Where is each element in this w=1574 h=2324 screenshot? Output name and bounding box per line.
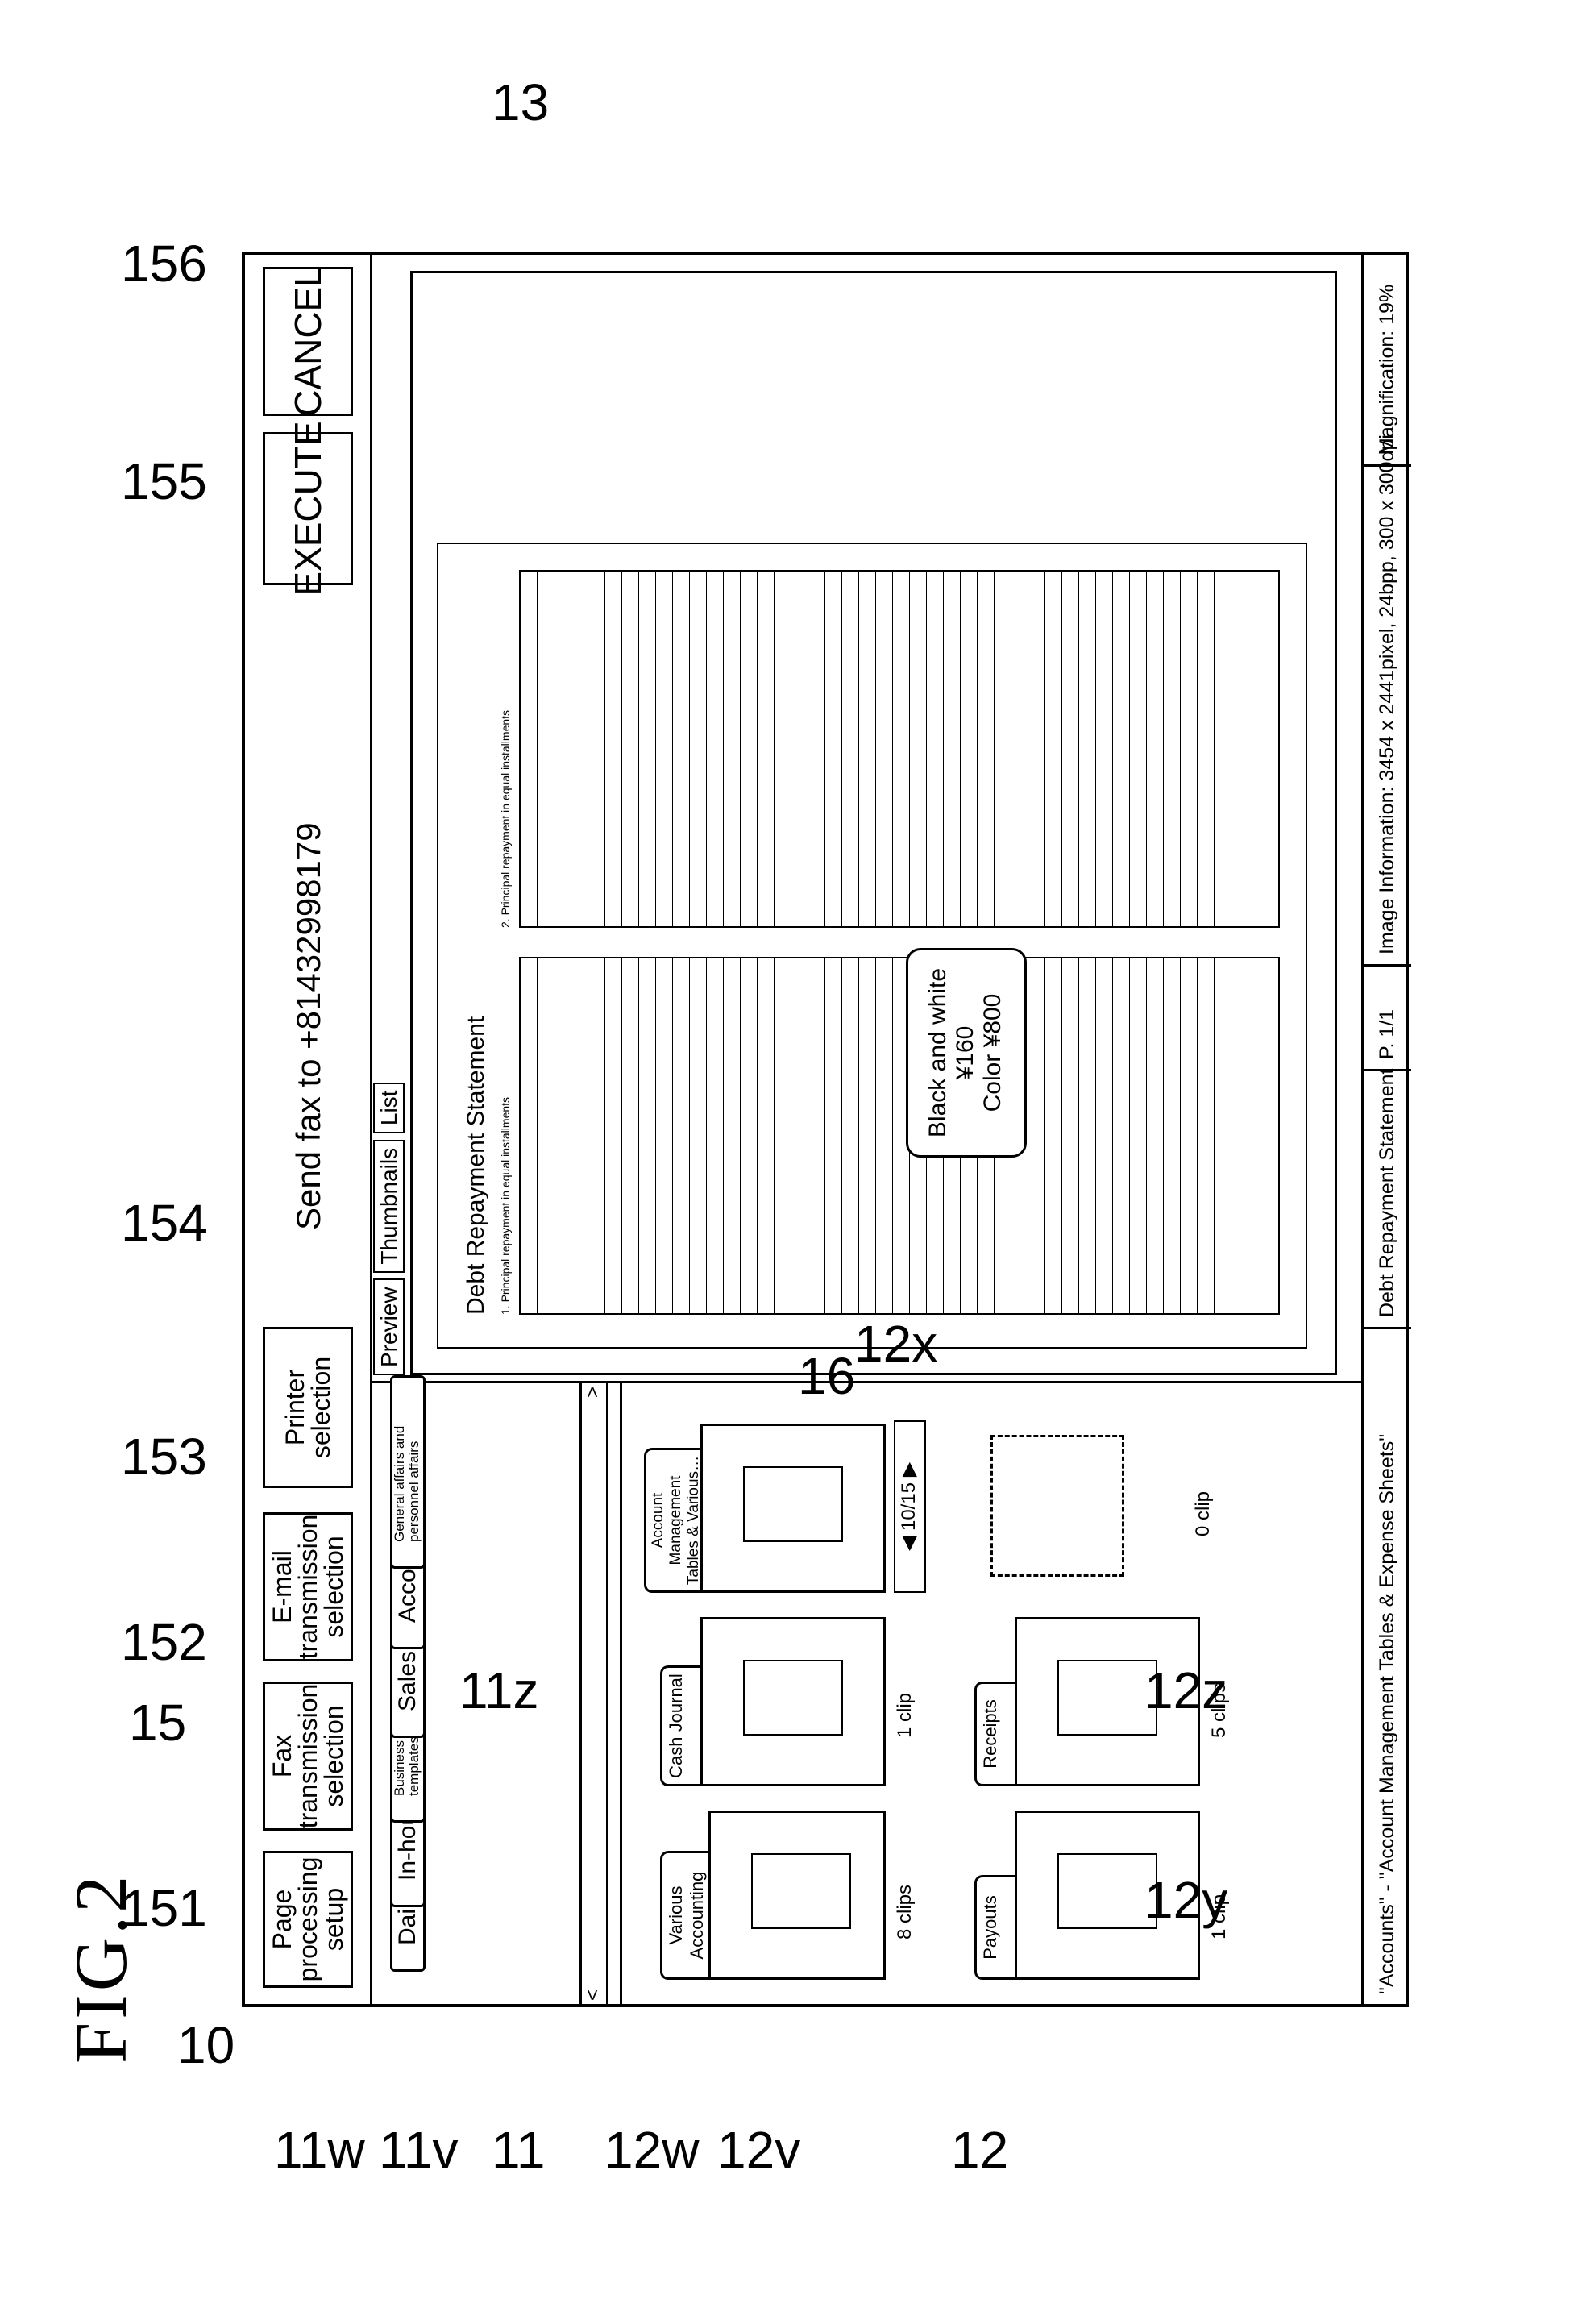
tab-list[interactable]: List <box>373 1083 405 1134</box>
ref-153: 153 <box>121 1427 207 1486</box>
ref-15: 15 <box>129 1693 186 1752</box>
page-processing-button[interactable]: Page processing setup <box>263 1851 353 1988</box>
ref-12y: 12y <box>1144 1870 1227 1930</box>
doc-section2: 2. Principal repayment in equal installm… <box>499 710 512 928</box>
tab-scrollbar[interactable]: < > <box>579 1383 608 2004</box>
tab-thumbnails[interactable]: Thumbnails <box>373 1140 405 1273</box>
email-selection-button[interactable]: E-mail transmission selection <box>263 1512 353 1661</box>
clip-account-mgmt-title[interactable]: Account Management Tables & Various… <box>644 1448 708 1593</box>
status-bar: "Accounts" - "Account Management Tables … <box>1361 255 1411 2004</box>
clip-thumbnail <box>751 1853 851 1929</box>
cancel-button[interactable]: CANCEL <box>263 267 353 416</box>
page-prev-icon[interactable]: ◀ <box>898 1531 920 1551</box>
clip-thumbnail <box>1057 1660 1157 1736</box>
clip-thumbnail <box>1057 1853 1157 1929</box>
tab-general-affairs[interactable]: General affairs and personnel affairs <box>390 1375 426 1569</box>
ref-151: 151 <box>121 1878 207 1938</box>
status-doc: Debt Repayment Statement <box>1364 1069 1411 1327</box>
repayment-table-2 <box>519 570 1280 928</box>
status-page: P. 1/1 <box>1364 964 1411 1069</box>
main-window: Page processing setup Fax transmission s… <box>242 252 1409 2007</box>
doc-title: Debt Repayment Statement <box>463 1016 490 1315</box>
ref-155: 155 <box>121 451 207 511</box>
price-color: Color ¥800 <box>979 950 1007 1155</box>
ref-12: 12 <box>951 2120 1008 2180</box>
ref-154: 154 <box>121 1193 207 1253</box>
ref-13: 13 <box>492 73 549 132</box>
price-tag: Black and white ¥160 Color ¥800 <box>906 948 1027 1158</box>
status-mag: Magnification: 19% <box>1364 255 1411 464</box>
ref-11: 11 <box>492 2120 545 2180</box>
page-selector[interactable]: ◀ 10/15 ▶ <box>894 1420 926 1593</box>
clip-account-mgmt[interactable] <box>700 1424 886 1593</box>
clip-various-accounting[interactable] <box>708 1811 886 1980</box>
price-bw: Black and white ¥160 <box>924 950 979 1155</box>
clip-count: 8 clips <box>894 1885 916 1939</box>
status-path: "Accounts" - "Account Management Tables … <box>1364 1327 1411 2004</box>
clip-count: 1 clip <box>894 1693 916 1738</box>
clip-thumbnail <box>743 1466 843 1542</box>
empty-clip-slot[interactable] <box>990 1435 1124 1577</box>
toolbar: Page processing setup Fax transmission s… <box>245 255 372 2004</box>
clip-area: Various Accounting Requests 8 clips Cash… <box>628 1383 1353 2004</box>
ref-12w: 12w <box>604 2120 699 2180</box>
ref-12v: 12v <box>717 2120 800 2180</box>
rotated-ui: Page processing setup Fax transmission s… <box>242 250 1410 2007</box>
page-next-icon[interactable]: ▶ <box>898 1462 920 1482</box>
tab-preview[interactable]: Preview <box>373 1278 405 1375</box>
ref-12z: 12z <box>1144 1661 1227 1720</box>
ref-11v: 11v <box>379 2120 458 2180</box>
ref-152: 152 <box>121 1612 207 1672</box>
fax-selection-button[interactable]: Fax transmission selection <box>263 1682 353 1831</box>
execute-button[interactable]: EXECUTE <box>263 432 353 585</box>
page-indicator: 10/15 <box>898 1482 920 1531</box>
doc-section1: 1. Principal repayment in equal installm… <box>499 1097 512 1315</box>
printer-selection-button[interactable]: Printer selection <box>263 1327 353 1488</box>
clip-count: 0 clip <box>1192 1491 1215 1536</box>
ref-12x: 12x <box>854 1314 937 1374</box>
preview-tabs: Preview Thumbnails List <box>376 1083 402 1375</box>
preview-page: Debt Repayment Statement 1. Principal re… <box>437 543 1307 1349</box>
scroll-left-icon[interactable]: < <box>582 1989 604 2001</box>
preview-pane: Preview Thumbnails List Debt Repayment S… <box>370 255 1361 1383</box>
ref-156: 156 <box>121 234 207 293</box>
ref-11w: 11w <box>274 2120 365 2180</box>
scroll-right-icon[interactable]: > <box>582 1387 604 1398</box>
preview-area: Debt Repayment Statement 1. Principal re… <box>410 271 1337 1375</box>
repayment-table-1 <box>519 957 1280 1315</box>
ref-16: 16 <box>798 1346 855 1406</box>
clip-thumbnail <box>743 1660 843 1736</box>
ref-11z: 11z <box>459 1661 538 1720</box>
status-info: Image Information: 3454 x 2441pixel, 24b… <box>1364 464 1411 964</box>
clip-cash-journal[interactable] <box>700 1617 886 1786</box>
fax-destination: Send fax to +81432998179 <box>289 822 328 1230</box>
ref-10: 10 <box>177 2015 235 2075</box>
